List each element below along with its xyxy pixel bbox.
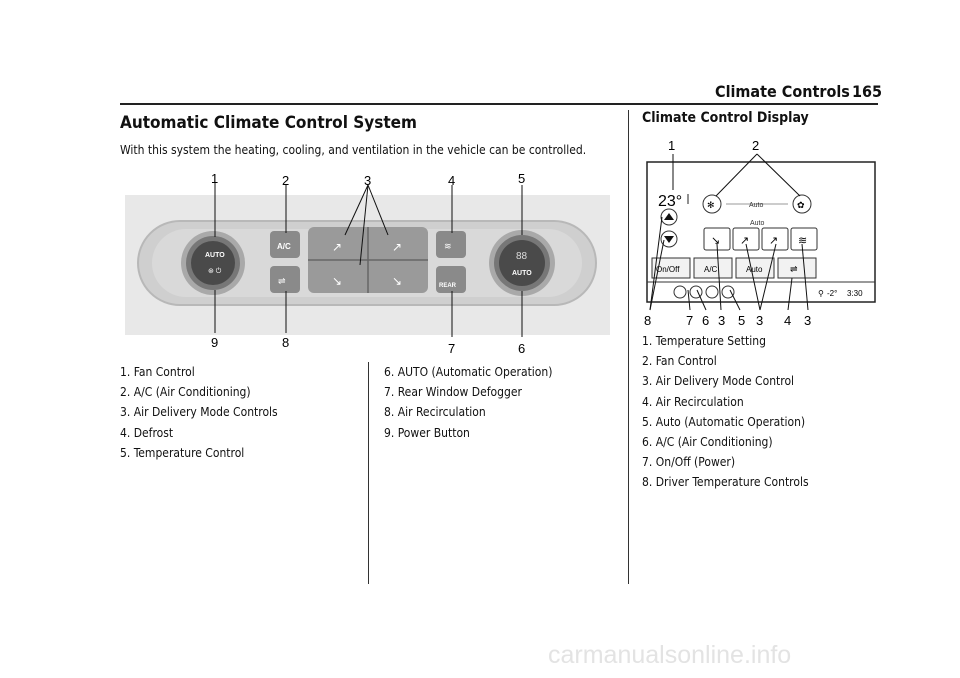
svg-text:↘: ↘ [332,274,342,288]
svg-text:✻: ✻ [707,200,715,210]
panel-callout-8: 8 [282,335,289,350]
legend-item: 3. Air Delivery Mode Control [642,374,795,389]
legend-item: 6. A/C (Air Conditioning) [642,435,773,450]
legend-item: 4. Defrost [120,425,174,440]
page-number: 165 [852,82,883,101]
svg-text:↗: ↗ [740,235,749,247]
display-callout: 6 [702,313,709,328]
panel-callout-5: 5 [518,171,525,186]
svg-text:⚲: ⚲ [818,289,824,298]
display-btn-onoff: On/Off [656,265,680,274]
legend-item: 4. Air Recirculation [642,394,744,409]
panel-callout-4: 4 [448,173,455,188]
intro-text: With this system the heating, cooling, a… [120,143,587,157]
panel-legend-middle: 6. AUTO (Automatic Operation) 7. Rear Wi… [384,362,552,443]
climate-display-illustration: 23° ✻ Auto ✿ Auto ↘ ↗ ↗ ≋ On/Off A/C Aut… [644,138,876,328]
legend-item: 2. A/C (Air Conditioning) [120,385,251,400]
display-auto-top: Auto [749,202,764,209]
svg-text:⊛ ⏻: ⊛ ⏻ [208,267,222,275]
legend-item: 7. Rear Window Defogger [384,385,522,400]
legend-item: 8. Air Recirculation [384,405,486,420]
panel-callout-7: 7 [448,341,455,355]
legend-item: 9. Power Button [384,425,470,440]
svg-text:↗: ↗ [769,235,778,247]
legend-item: 5. Auto (Automatic Operation) [642,414,806,429]
legend-item: 2. Fan Control [642,354,717,369]
section-title: Automatic Climate Control System [120,113,417,133]
display-callout: 8 [644,313,651,328]
running-header-title: Climate Controls [715,82,850,101]
display-callout: 3 [756,313,763,328]
legend-item: 6. AUTO (Automatic Operation) [384,365,553,379]
legend-item: 1. Fan Control [120,365,195,379]
auto-right-label: AUTO [512,270,532,277]
svg-text:↗: ↗ [332,240,342,254]
display-time: 3:30 [847,289,863,298]
legend-item: 5. Temperature Control [120,445,245,460]
legend-item: 1. Temperature Setting [642,334,766,348]
display-callout: 7 [686,313,693,328]
svg-text:≋: ≋ [798,235,807,247]
legend-item: 7. On/Off (Power) [642,455,736,470]
svg-text:↗: ↗ [392,240,402,254]
ac-button-label: A/C [277,242,291,251]
column-rule-right [628,110,629,584]
rear-button-label: REAR [439,283,457,289]
panel-callout-1: 1 [211,171,218,186]
svg-text:↘: ↘ [711,235,720,247]
display-callout-1: 1 [668,138,675,153]
svg-text:↘: ↘ [392,274,402,288]
display-temp: 23° [658,193,682,210]
column-rule-left [368,362,369,584]
svg-text:≋: ≋ [444,241,452,251]
legend-item: 8. Driver Temperature Controls [642,475,809,490]
display-btn-ac: A/C [704,265,718,274]
legend-item: 3. Air Delivery Mode Controls [120,405,278,420]
svg-text:⇌: ⇌ [278,276,286,286]
fan-control-knob: AUTO ⊛ ⏻ [181,231,245,295]
display-callout-2: 2 [752,138,759,153]
svg-text:✿: ✿ [797,200,805,210]
header-rule [120,103,878,105]
panel-callout-3: 3 [364,173,371,188]
panel-callout-6: 6 [518,341,525,355]
temp-display-label: 88 [516,251,528,262]
panel-legend-left: 1. Fan Control 2. A/C (Air Conditioning)… [120,362,278,463]
display-callout: 4 [784,313,791,328]
climate-control-panel-illustration: AUTO ⊛ ⏻ 88 AUTO A/C ⇌ ↗ ↗ ↘ ↘ ≋ REAR 1 … [125,171,610,355]
display-auto-mid: Auto [750,220,765,227]
display-section-title: Climate Control Display [642,110,809,126]
panel-callout-9: 9 [211,335,218,350]
temperature-control-knob: 88 AUTO [489,230,555,296]
svg-text:⇌: ⇌ [790,264,798,274]
display-outside-temp: -2° [827,289,837,298]
display-btn-auto: Auto [746,265,763,274]
display-callout: 5 [738,313,745,328]
display-callout: 3 [804,313,811,328]
display-callout: 3 [718,313,725,328]
display-legend: 1. Temperature Setting 2. Fan Control 3.… [642,331,809,493]
panel-callout-2: 2 [282,173,289,188]
auto-left-label: AUTO [205,252,225,259]
watermark: carmanualsonline.info [548,641,792,669]
